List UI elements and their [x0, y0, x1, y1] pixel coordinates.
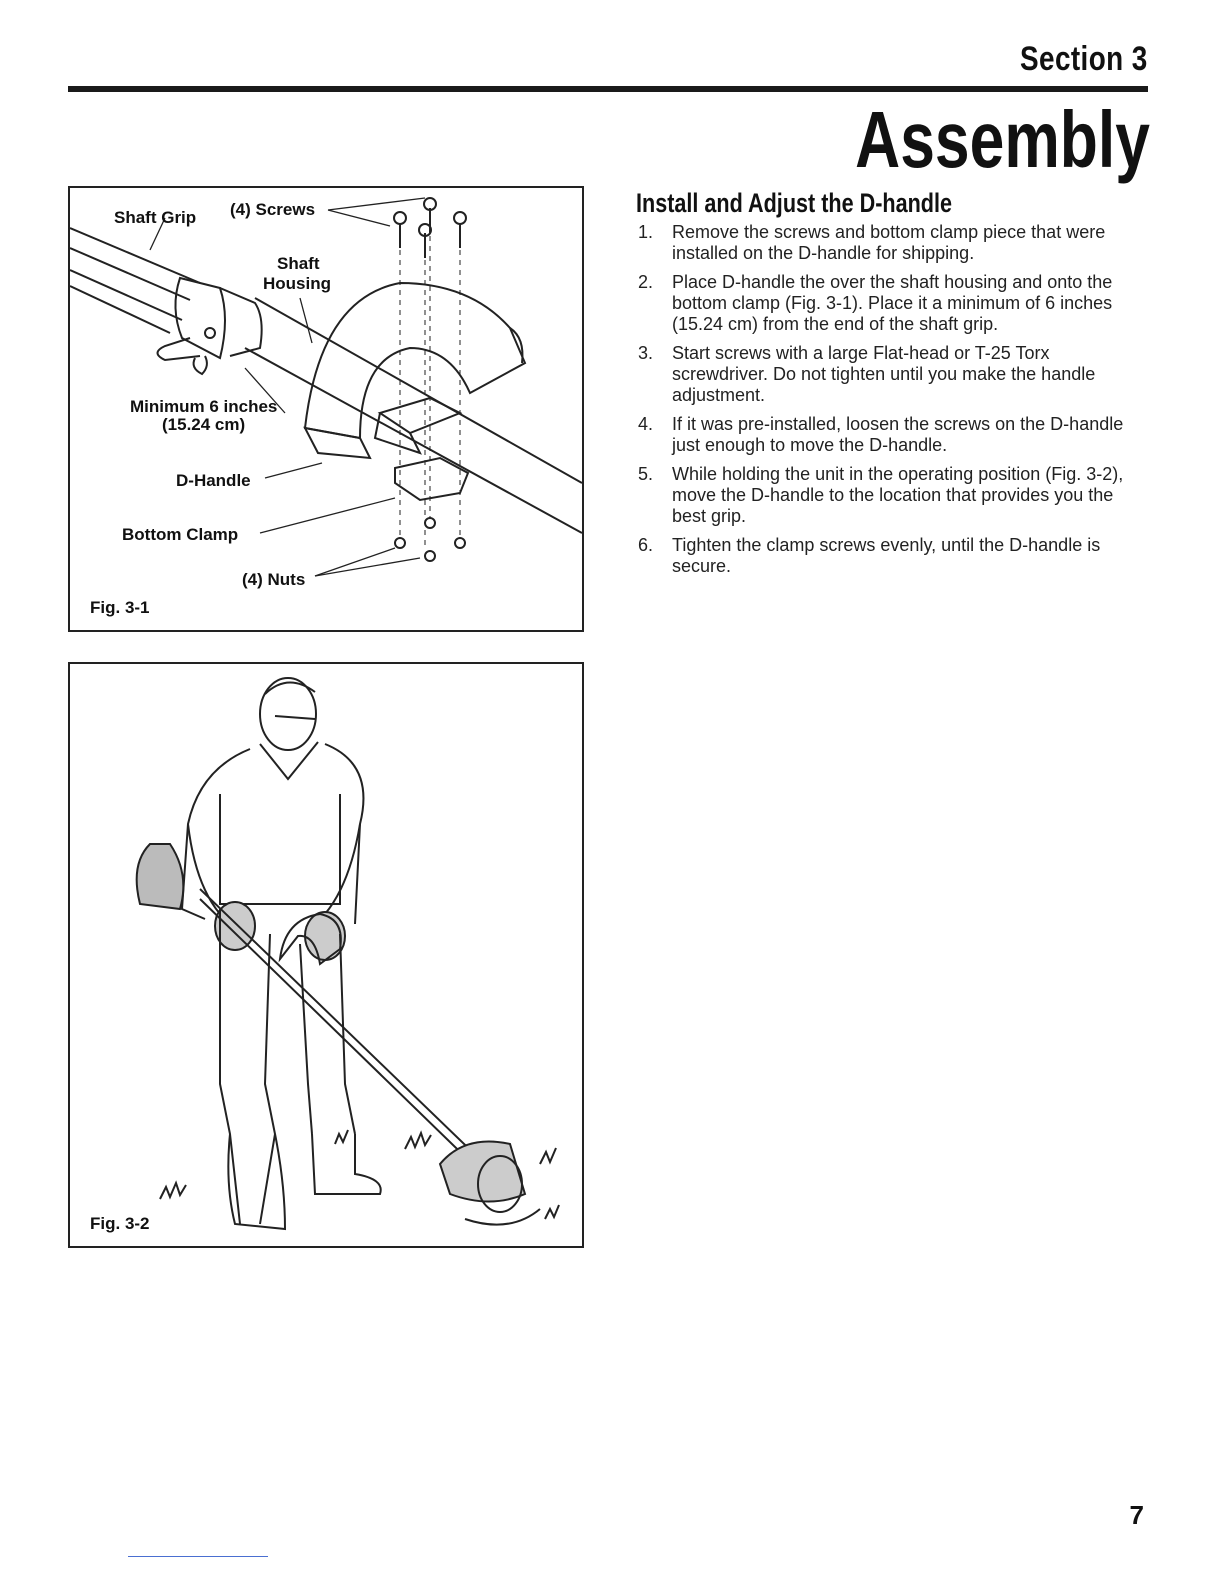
- figure-caption: Fig. 3-1: [90, 598, 150, 617]
- label-shaft: Shaft: [277, 254, 320, 273]
- label-screws: (4) Screws: [230, 200, 316, 219]
- figure-operating-position: Fig. 3-2: [68, 662, 584, 1248]
- label-nuts: (4) Nuts: [242, 570, 306, 589]
- list-item: 3.Start screws with a large Flat-head or…: [638, 343, 1096, 405]
- instruction-steps: 1.Remove the screws and bottom clamp pie…: [636, 222, 1146, 585]
- figure-d-handle-assembly: Shaft Grip (4) Screws Shaft Housing Mini…: [68, 186, 584, 632]
- list-item: 5.While holding the unit in the operatin…: [638, 464, 1124, 526]
- list-item: 2.Place D-handle the over the shaft hous…: [638, 272, 1113, 334]
- section-label: Section 3: [1020, 40, 1148, 78]
- header-rule: [68, 86, 1148, 92]
- list-item: 1.Remove the screws and bottom clamp pie…: [638, 222, 1106, 263]
- label-d-handle: D-Handle: [176, 471, 251, 490]
- label-housing: Housing: [263, 274, 331, 293]
- label-minimum: Minimum 6 inches: [130, 397, 278, 416]
- label-shaft-grip: Shaft Grip: [114, 208, 197, 227]
- list-item: 6.Tighten the clamp screws evenly, until…: [638, 535, 1101, 576]
- instructions-heading: Install and Adjust the D-handle: [636, 188, 953, 218]
- label-minimum-cm: (15.24 cm): [162, 415, 246, 434]
- operator-illustration: [135, 677, 560, 1231]
- list-item: 4.If it was pre-installed, loosen the sc…: [638, 414, 1124, 455]
- footer-line: [128, 1556, 268, 1557]
- figure-caption: Fig. 3-2: [90, 1214, 150, 1233]
- page-title: Assembly: [855, 95, 1150, 184]
- page-number: 7: [1129, 1500, 1144, 1530]
- d-handle-diagram: [70, 197, 582, 577]
- label-bottom-clamp: Bottom Clamp: [122, 525, 239, 544]
